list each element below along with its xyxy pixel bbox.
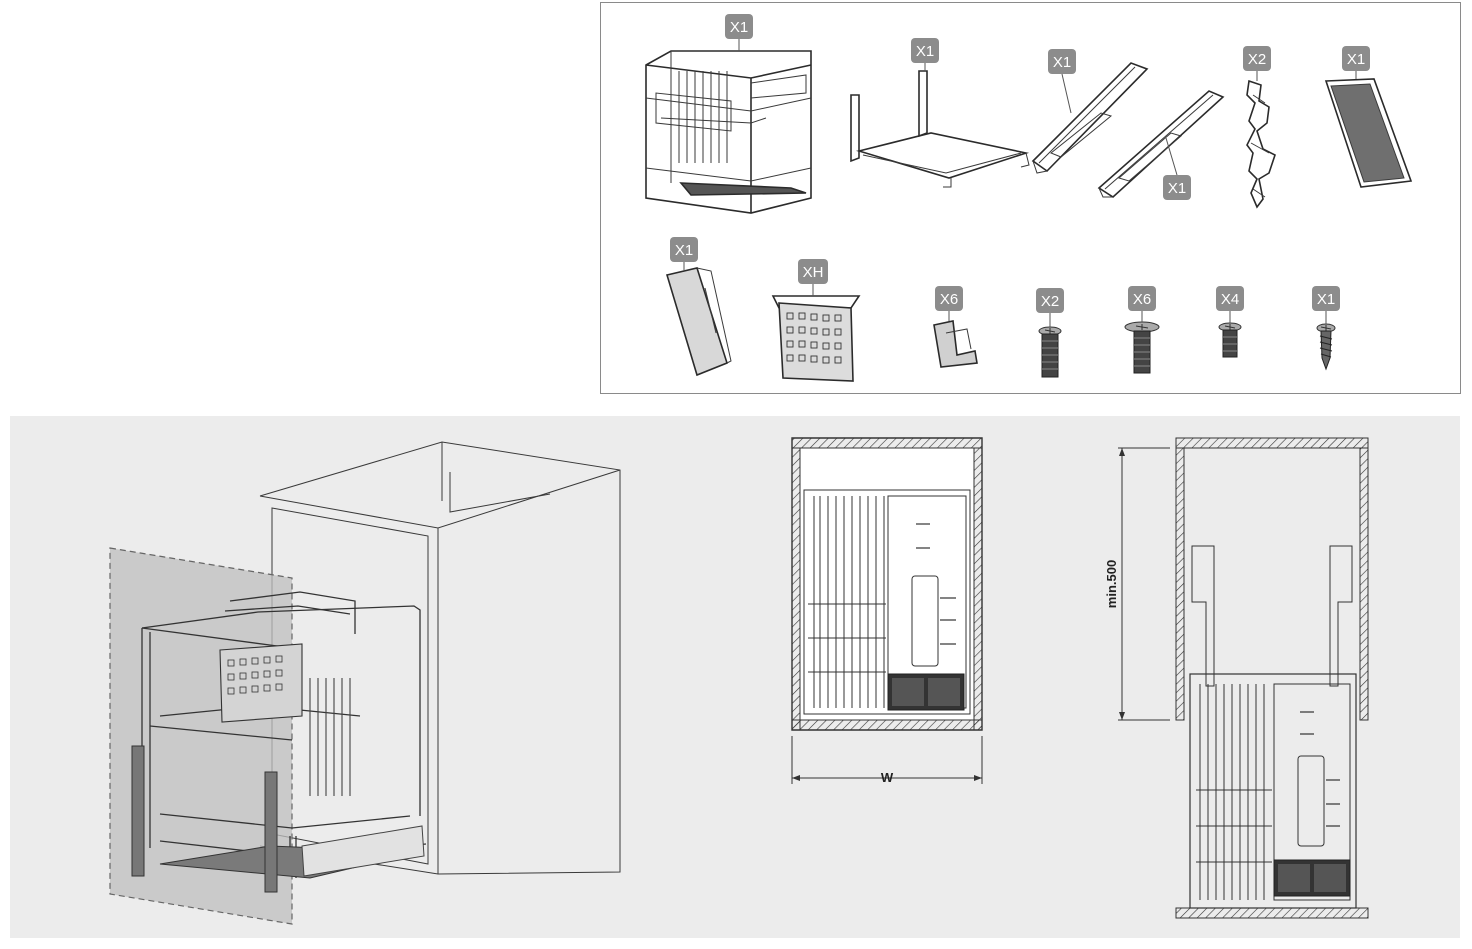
slide-left-part — [1031, 62, 1149, 174]
mounted-cutlery-basket — [219, 643, 303, 723]
depth-dimension-label: min.500 — [1104, 560, 1119, 608]
short-screw-qty: X4 — [1221, 291, 1239, 308]
basket-frame-part — [645, 50, 812, 214]
short-screw-qty-badge: X4 — [1216, 286, 1244, 323]
cutlery-basket-qty: XH — [803, 264, 824, 281]
clip-qty-badge: X6 — [935, 286, 963, 321]
z-bracket-qty: X2 — [1248, 51, 1266, 68]
long-screw-qty: X2 — [1041, 293, 1059, 310]
wood-screw-qty-badge: X1 — [1312, 286, 1340, 324]
clip-part — [933, 320, 978, 368]
slide-left-qty-badge: X1 — [1048, 49, 1076, 114]
z-bracket-part — [1246, 79, 1276, 209]
block-qty: X1 — [675, 242, 693, 259]
flange-screw-qty: X6 — [1133, 291, 1151, 308]
tray-qty: X1 — [1347, 51, 1365, 68]
basket-frame-qty: X1 — [730, 19, 748, 36]
side-view-depth: min.500 — [1104, 437, 1369, 919]
front-view-width: W — [791, 437, 983, 785]
cutlery-basket-qty-badge: XH — [798, 259, 828, 296]
installation-panel: W min.500 — [10, 416, 1460, 938]
clip-qty: X6 — [940, 291, 958, 308]
flange-screw-part — [1124, 321, 1160, 374]
parts-list-panel: X1 X1 X1 X1 — [600, 2, 1461, 394]
z-bracket-qty-badge: X2 — [1243, 46, 1271, 81]
installation-drawing: W min.500 — [109, 437, 1369, 925]
block-part — [665, 267, 732, 377]
long-screw-qty-badge: X2 — [1036, 288, 1064, 327]
block-qty-badge: X1 — [670, 237, 698, 271]
tray-qty-badge: X1 — [1342, 46, 1370, 79]
mounting-frame-qty: X1 — [916, 43, 934, 60]
cutlery-basket-part — [771, 295, 861, 382]
basket-frame-qty-badge: X1 — [725, 14, 753, 51]
isometric-cabinet-view — [109, 441, 621, 925]
mounting-frame-qty-badge: X1 — [911, 38, 939, 71]
wood-screw-qty: X1 — [1317, 291, 1335, 308]
slide-right-part — [1097, 90, 1225, 199]
slide-left-qty: X1 — [1053, 54, 1071, 71]
mounting-frame-part — [850, 70, 1030, 188]
short-screw-part — [1218, 322, 1242, 358]
long-screw-part — [1038, 326, 1062, 378]
wood-screw-part — [1316, 323, 1336, 371]
flange-screw-qty-badge: X6 — [1128, 286, 1156, 322]
parts-list-drawing: X1 X1 X1 X1 — [645, 14, 1413, 382]
tray-part — [1324, 78, 1413, 188]
slide-right-qty: X1 — [1168, 180, 1186, 197]
slide-right-qty-badge: X1 — [1163, 137, 1191, 200]
width-dimension-label: W — [881, 770, 894, 785]
